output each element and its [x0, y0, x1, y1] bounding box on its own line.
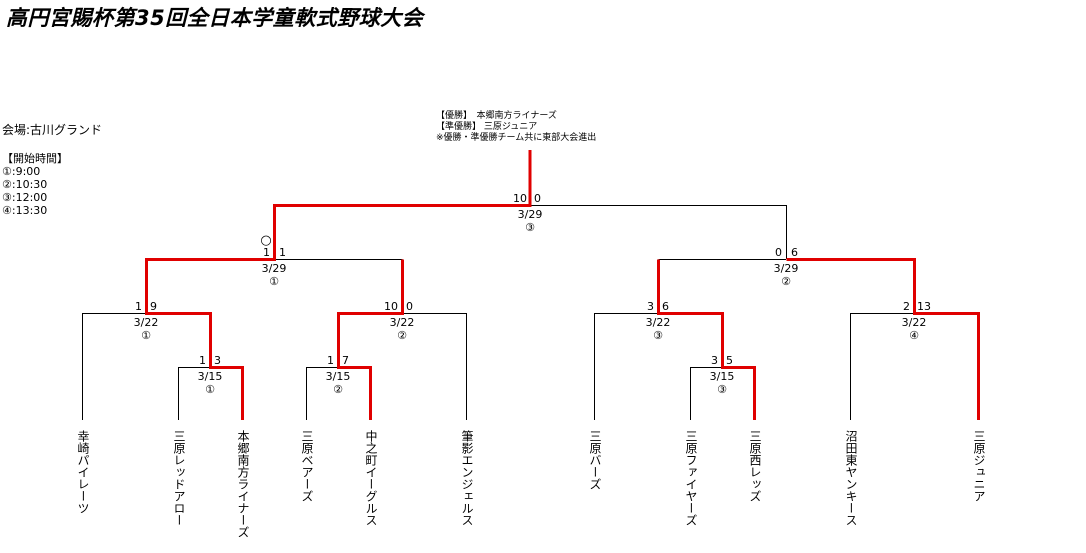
r1-a-slot: ①: [205, 383, 215, 396]
venue-label: 会場:古川グランド: [2, 123, 103, 137]
r2-c-score-right: 6: [662, 300, 669, 313]
r2-d-score-left: 2: [903, 300, 910, 313]
start-time-1: ①:9:00: [2, 165, 41, 178]
team-name: 中之町イーグルス: [364, 430, 378, 526]
r2-c-left-line: [594, 313, 658, 420]
r2-a-labels: 1 9 3/22 ①: [134, 300, 159, 342]
r2-a-date: 3/22: [134, 316, 159, 329]
r2-b-labels: 10 0 3/22 ②: [384, 300, 414, 342]
r2-b-slot: ②: [397, 329, 407, 342]
start-time-2: ②:10:30: [2, 178, 48, 191]
r1-b-slot: ②: [333, 383, 343, 396]
advance-note: ※優勝・準優勝チーム共に東部大会進出: [436, 133, 597, 143]
final-labels: 10 0 3/29 ③: [513, 192, 542, 234]
r1-a-left-line: [178, 367, 210, 420]
r2-c-date: 3/22: [646, 316, 671, 329]
r1-b-score-right: 7: [342, 354, 349, 367]
r2-b-score-left: 10: [384, 300, 398, 313]
team-name: 三原ベアーズ: [300, 430, 314, 502]
final-right-line: [530, 205, 787, 259]
team-name: 本郷南方ライナーズ: [236, 430, 250, 538]
r1-c-score-right: 5: [726, 354, 733, 367]
semi-a-score-left: 1: [263, 246, 270, 259]
start-time-3: ③:12:00: [2, 191, 48, 204]
r2-c-slot: ③: [653, 329, 663, 342]
r1-a-score-left: 1: [199, 354, 206, 367]
r1-c-score-left: 3: [711, 354, 718, 367]
r2-d-slot: ④: [909, 329, 919, 342]
final-score-right: 0: [534, 192, 541, 205]
team-name: 筆影エンジェルス: [460, 430, 474, 526]
r1-a-score-right: 3: [214, 354, 221, 367]
r2-a-left-line: [82, 313, 146, 420]
r2-b-score-right: 0: [406, 300, 413, 313]
semi-b-labels: 0 6 3/29 ②: [774, 246, 799, 288]
r2-c-score-left: 3: [647, 300, 654, 313]
r1-b-left-line: [306, 367, 338, 420]
r2-c-labels: 3 6 3/22 ③: [646, 300, 671, 342]
semi-a-labels: ○ 1 1 3/29 ①: [260, 233, 286, 288]
start-times: 【開始時間】 ①:9:00 ②:10:30 ③:12:00 ④:13:30: [2, 152, 68, 217]
r1-b-score-left: 1: [327, 354, 334, 367]
team-name: 三原レッドアロー: [172, 430, 186, 526]
r2-a-score-left: 1: [135, 300, 142, 313]
r2-b-right-line: [402, 313, 467, 420]
team-name: 三原バーズ: [588, 430, 602, 490]
semi-a-date: 3/29: [262, 262, 287, 275]
page-title: 高円宮賜杯第35回全日本学童軟式野球大会: [6, 6, 424, 30]
r2-d-labels: 2 13 3/22 ④: [902, 300, 931, 342]
team-name: 三原ファイヤーズ: [684, 430, 698, 526]
r1-a-date: 3/15: [198, 370, 223, 383]
team-name: 沼田東ヤンキース: [844, 430, 858, 526]
semi-b-slot: ②: [781, 275, 791, 288]
r2-a-score-right: 9: [150, 300, 157, 313]
champion-line: [145, 150, 532, 420]
r1-c-left-line: [690, 367, 722, 420]
start-time-4: ④:13:30: [2, 204, 48, 217]
r2-d-date: 3/22: [902, 316, 927, 329]
r1-b-date: 3/15: [326, 370, 351, 383]
final-date: 3/29: [518, 208, 543, 221]
semi-a-slot: ①: [269, 275, 279, 288]
semi-b-date: 3/29: [774, 262, 799, 275]
semi-b-red-line: [786, 258, 980, 420]
semi-b-score-right: 6: [791, 246, 798, 259]
r2-d-left-line: [850, 313, 914, 420]
team-name: 三原ジュニア: [972, 430, 986, 502]
r1-c-slot: ③: [717, 383, 727, 396]
r1-c-labels: 3 5 3/15 ③: [710, 354, 735, 396]
r1-a-labels: 1 3 3/15 ①: [198, 354, 223, 396]
r2-a-slot: ①: [141, 329, 151, 342]
r2-b-date: 3/22: [390, 316, 415, 329]
r1-c-date: 3/15: [710, 370, 735, 383]
start-times-heading: 【開始時間】: [2, 152, 68, 165]
team-name: 三原西レッズ: [748, 430, 762, 502]
bracket-lines-black: [82, 205, 914, 420]
champion-note: 【優勝】 本郷南方ライナーズ: [436, 111, 557, 121]
team-name: 幸崎パイレーツ: [76, 430, 90, 514]
semi-b-score-left: 0: [775, 246, 782, 259]
r1-b-labels: 1 7 3/15 ②: [326, 354, 351, 396]
r2-c-red-line: [657, 259, 756, 420]
semi-a-red-line: [337, 259, 404, 420]
runner-up-note: 【準優勝】 三原ジュニア: [436, 122, 538, 132]
r2-d-score-right: 13: [917, 300, 931, 313]
bracket-lines-red: [145, 150, 980, 420]
semi-a-mark: ○: [260, 233, 271, 248]
results-note: 【優勝】 本郷南方ライナーズ 【準優勝】 三原ジュニア ※優勝・準優勝チーム共に…: [436, 111, 596, 144]
final-slot: ③: [525, 221, 535, 234]
semi-a-score-right: 1: [279, 246, 286, 259]
final-score-left: 10: [513, 192, 527, 205]
